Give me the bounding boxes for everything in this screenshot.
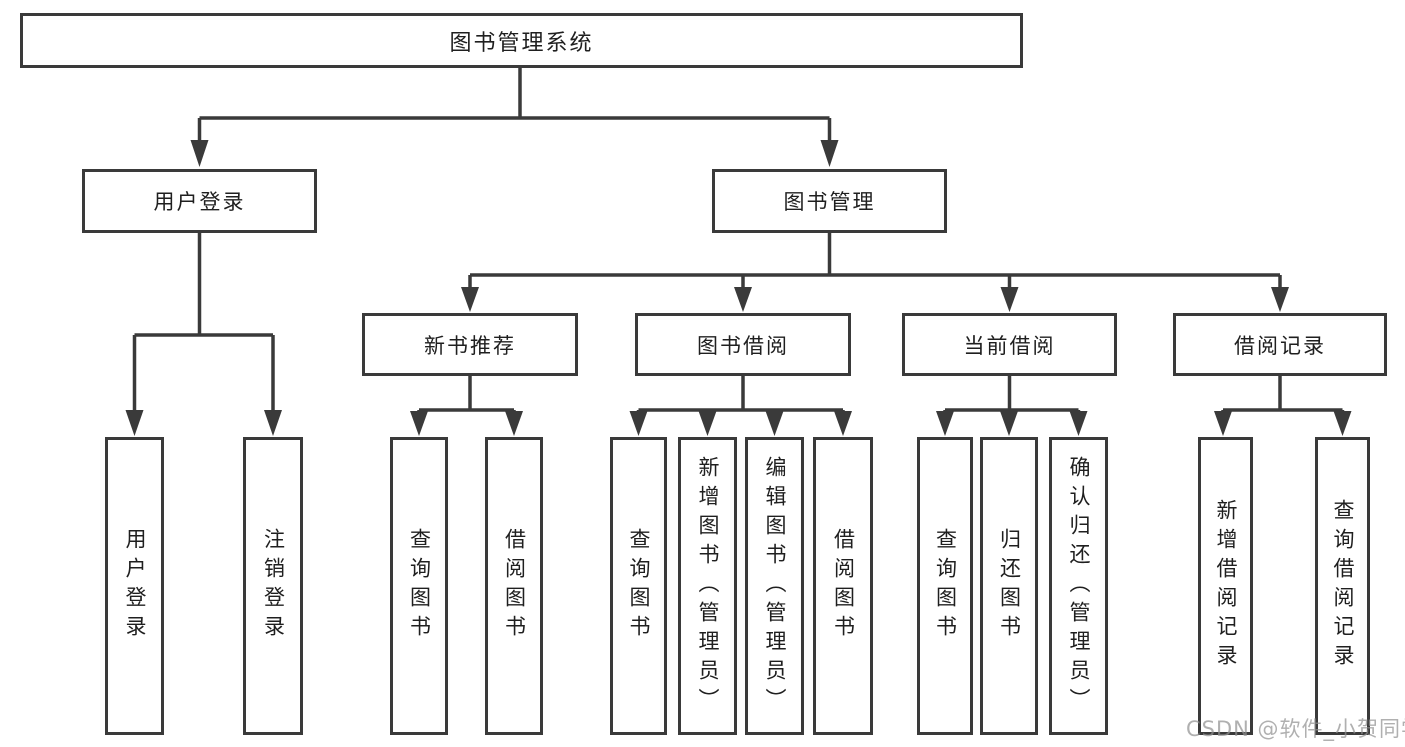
leaf-add-borrow-record: 新增借阅记录	[1198, 437, 1253, 735]
root-node-label: 图书管理系统	[449, 30, 594, 56]
leaf-logout-label: 注销登录	[261, 528, 286, 644]
leaf-edit-books-admin: 编辑图书（管理员）	[745, 437, 804, 735]
leaf-user-login: 用户登录	[105, 437, 164, 735]
leaf-return-books: 归还图书	[980, 437, 1038, 735]
leaf-borrow-books: 借阅图书	[813, 437, 873, 735]
leaf-query-borrow-record: 查询借阅记录	[1315, 437, 1370, 735]
node-current-borrowing: 当前借阅	[902, 313, 1117, 376]
node-book-management: 图书管理	[712, 169, 947, 233]
node-new-book-recommendation-label: 新书推荐	[424, 333, 516, 358]
leaf-add-books-admin-label: 新增图书（管理员）	[696, 455, 721, 717]
node-book-borrowing: 图书借阅	[635, 313, 851, 376]
node-borrowing-records-label: 借阅记录	[1234, 333, 1326, 358]
node-borrowing-records: 借阅记录	[1173, 313, 1387, 376]
csdn-watermark: CSDN @软件_小贺同学	[1186, 717, 1405, 741]
leaf-add-books-admin: 新增图书（管理员）	[678, 437, 737, 735]
leaf-query-books-recommend-label: 查询图书	[407, 528, 432, 644]
leaf-query-books-borrow: 查询图书	[610, 437, 667, 735]
leaf-user-login-label: 用户登录	[123, 528, 148, 644]
leaf-query-books-current-label: 查询图书	[933, 528, 958, 644]
node-book-borrowing-label: 图书借阅	[697, 333, 789, 358]
leaf-query-books-recommend: 查询图书	[390, 437, 448, 735]
node-current-borrowing-label: 当前借阅	[963, 333, 1056, 358]
leaf-confirm-return-admin-label: 确认归还（管理员）	[1067, 455, 1092, 717]
leaf-logout: 注销登录	[243, 437, 303, 735]
node-user-login-label: 用户登录	[153, 190, 246, 214]
node-new-book-recommendation: 新书推荐	[362, 313, 578, 376]
leaf-borrow-books-recommend: 借阅图书	[485, 437, 543, 735]
leaf-return-books-label: 归还图书	[997, 528, 1022, 644]
leaf-confirm-return-admin: 确认归还（管理员）	[1049, 437, 1108, 735]
leaf-query-borrow-record-label: 查询借阅记录	[1331, 499, 1356, 673]
leaf-edit-books-admin-label: 编辑图书（管理员）	[763, 455, 788, 717]
leaf-add-borrow-record-label: 新增借阅记录	[1214, 499, 1239, 673]
node-book-management-label: 图书管理	[783, 190, 876, 214]
leaf-query-books-current: 查询图书	[917, 437, 973, 735]
node-user-login: 用户登录	[82, 169, 317, 233]
leaf-query-books-borrow-label: 查询图书	[627, 528, 652, 644]
root-node-library-management-system: 图书管理系统	[20, 13, 1023, 68]
leaf-borrow-books-label: 借阅图书	[831, 528, 856, 644]
leaf-borrow-books-recommend-label: 借阅图书	[502, 528, 527, 644]
